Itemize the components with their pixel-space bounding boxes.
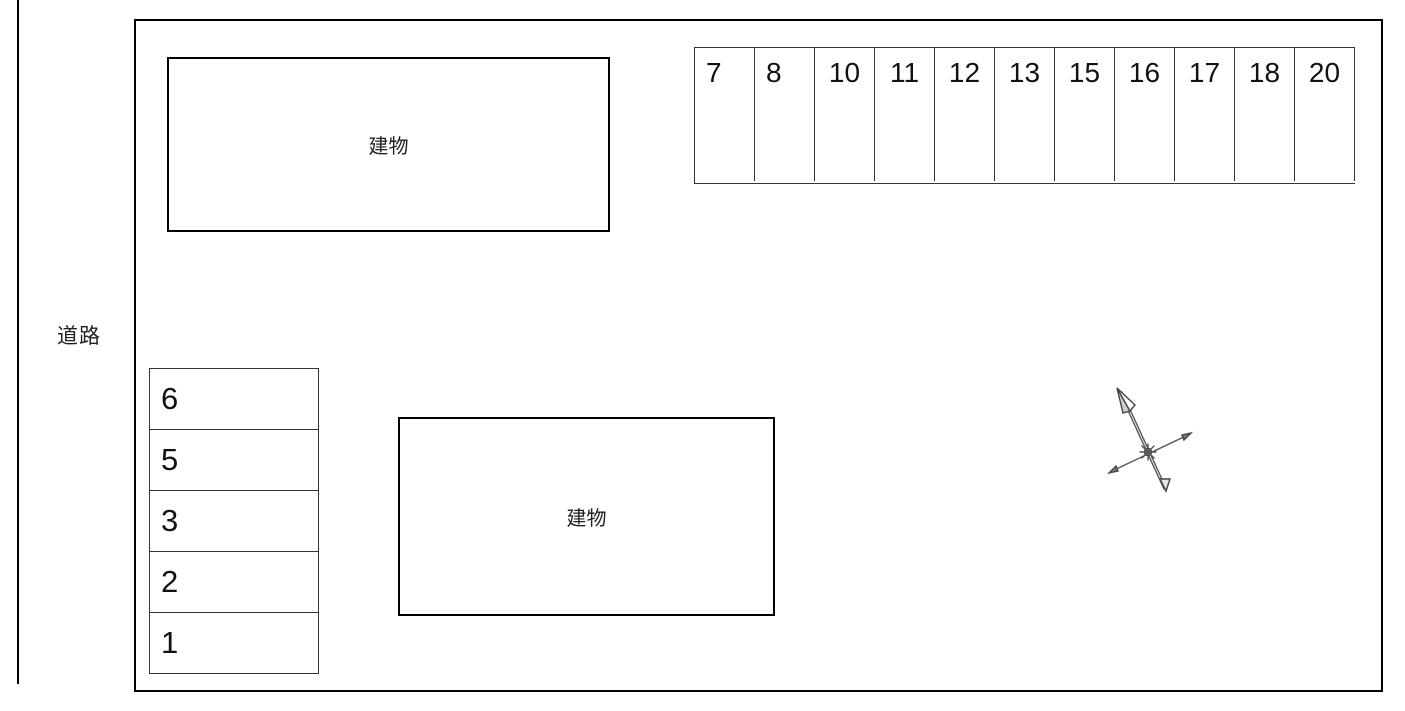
parking-space-16: 16 bbox=[1115, 48, 1175, 181]
parking-space-15: 15 bbox=[1055, 48, 1115, 181]
parking-space-number: 8 bbox=[766, 57, 782, 88]
parking-space-3: 3 bbox=[150, 491, 318, 552]
road-label: 道路 bbox=[57, 324, 101, 348]
building-lower: 建物 bbox=[398, 417, 775, 616]
parking-space-10: 10 bbox=[815, 48, 875, 181]
parking-space-number: 16 bbox=[1128, 57, 1161, 88]
parking-space-number: 12 bbox=[948, 57, 981, 88]
parking-space-12: 12 bbox=[935, 48, 995, 181]
parking-space-17: 17 bbox=[1175, 48, 1235, 181]
parking-space-number: 20 bbox=[1308, 57, 1341, 88]
parking-space-8: 8 bbox=[755, 48, 815, 181]
parking-space-number: 5 bbox=[161, 442, 179, 477]
parking-space-number: 17 bbox=[1188, 57, 1221, 88]
north-arrow-compass-icon bbox=[1106, 387, 1194, 493]
road-edge-line bbox=[17, 0, 19, 684]
parking-space-2: 2 bbox=[150, 552, 318, 613]
parking-space-11: 11 bbox=[875, 48, 935, 181]
parking-space-6: 6 bbox=[150, 369, 318, 430]
parking-stack-left: 6 5 3 2 1 bbox=[149, 368, 319, 674]
parking-space-20: 20 bbox=[1295, 48, 1355, 181]
parking-space-number: 6 bbox=[161, 381, 179, 416]
parking-space-number: 13 bbox=[1008, 57, 1041, 88]
lot-boundary bbox=[134, 19, 1383, 692]
parking-space-5: 5 bbox=[150, 430, 318, 491]
building-lower-label: 建物 bbox=[566, 506, 607, 530]
building-upper: 建物 bbox=[167, 57, 610, 232]
parking-space-13: 13 bbox=[995, 48, 1055, 181]
parking-row-top: 7 8 10 11 12 13 15 16 17 18 20 bbox=[694, 47, 1355, 184]
parking-space-number: 18 bbox=[1248, 57, 1281, 88]
parking-space-number: 10 bbox=[828, 57, 861, 88]
building-upper-label: 建物 bbox=[368, 134, 409, 158]
parking-space-number: 7 bbox=[706, 57, 722, 88]
parking-space-number: 11 bbox=[889, 57, 920, 88]
parking-space-number: 1 bbox=[161, 625, 179, 660]
parking-space-number: 2 bbox=[161, 564, 179, 599]
parking-space-7: 7 bbox=[695, 48, 755, 181]
parking-space-1: 1 bbox=[150, 613, 318, 673]
parking-space-18: 18 bbox=[1235, 48, 1295, 181]
parking-space-number: 3 bbox=[161, 503, 179, 538]
parking-space-number: 15 bbox=[1068, 57, 1101, 88]
